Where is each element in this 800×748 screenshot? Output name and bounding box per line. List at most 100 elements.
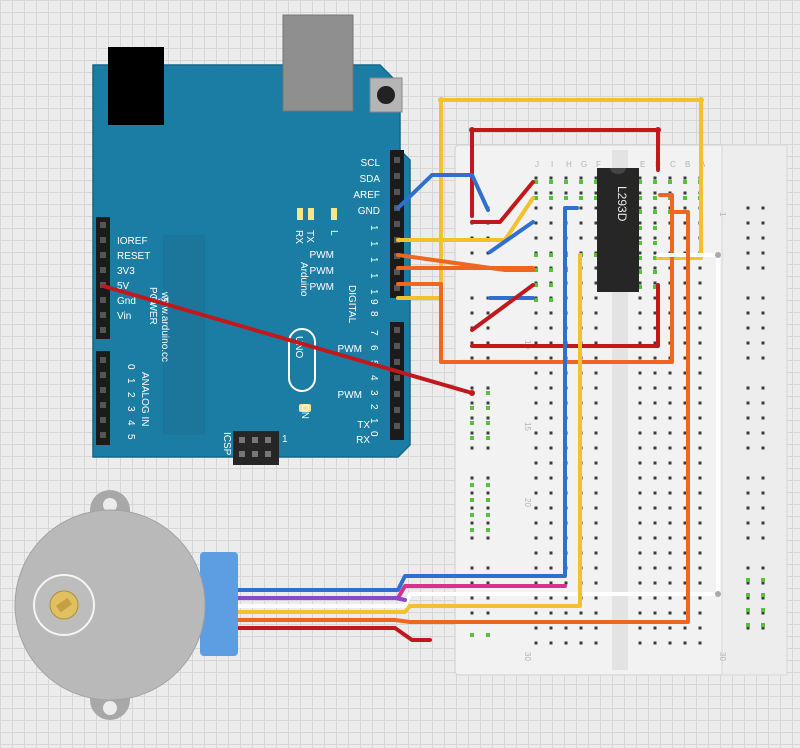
analog-pin [100,357,106,363]
breadboard-hole [638,566,642,570]
breadboard-hole [549,416,553,420]
breadboard-hole [698,566,702,570]
rail-hole [470,296,474,300]
rail-hole [761,596,765,600]
label-gnd-power: Gnd [117,296,136,307]
breadboard-hole [698,416,702,420]
label-pwm-6: PWM [338,344,362,355]
breadboard-hole [653,536,657,540]
connected-hole [549,298,553,302]
connected-hole [653,270,657,274]
breadboard-hole [653,416,657,420]
breadboard-hole [638,281,642,285]
col-letter-e: E [640,160,645,169]
breadboard-hole [653,581,657,585]
breadboard-hole [638,446,642,450]
label-pwm-9: PWM [310,282,334,293]
breadboard-hole [534,446,538,450]
label-digital: DIGITAL [346,285,357,324]
breadboard-hole [698,476,702,480]
rail-hole [470,431,474,435]
connected-hole [564,180,568,184]
power-pin [100,312,106,318]
breadboard-hole [668,521,672,525]
rail-hole [761,416,765,420]
icsp-pin [239,437,245,443]
label-analog-section: ANALOG IN [139,372,150,426]
breadboard-hole [549,641,553,645]
wire-red-bottom [470,283,660,348]
breadboard-hole [698,491,702,495]
connected-hole [761,608,765,612]
breadboard-hole [683,281,687,285]
icsp-pin [239,451,245,457]
breadboard-hole [653,476,657,480]
breadboard-hole [653,281,657,285]
wire-red-jumper-2 [470,283,535,332]
rail-hole [746,251,750,255]
connected-hole [746,578,750,582]
wire-blue-motor [230,206,579,592]
wire-purple-motor [230,596,407,602]
row-number-1: 1 [718,212,727,217]
breadboard-hole [534,371,538,375]
connected-hole [549,180,553,184]
wire-orange-motor [230,210,690,624]
col-letter-i: I [551,160,553,169]
breadboard-hole [579,206,583,210]
wire-endpoints [438,97,721,597]
breadboard-hole [653,251,657,255]
endpoint [698,97,704,103]
connected-hole [534,196,538,200]
microcontroller [163,235,205,435]
rail-hole [486,341,490,345]
rail-hole [746,206,750,210]
breadboard-hole [549,206,553,210]
breadboard-hole [698,461,702,465]
breadboard-hole [653,641,657,645]
label-on: ON [299,404,310,419]
label-website: www.arduino.cc [159,291,170,362]
breadboard-hole [683,371,687,375]
connected-hole [486,633,490,637]
breadboard-hole [549,371,553,375]
breadboard-hole [653,566,657,570]
connected-hole [486,483,490,487]
breadboard-hole [594,596,598,600]
analog-header [96,351,110,445]
digital-pin [394,359,400,365]
connected-hole [638,256,642,260]
power-header [96,217,110,339]
breadboard-hole [534,581,538,585]
connected-hole [746,608,750,612]
breadboard-hole [534,491,538,495]
connected-hole [594,253,598,257]
breadboard-hole [594,476,598,480]
endpoint [715,591,721,597]
breadboard-hole [549,476,553,480]
breadboard-hole [638,266,642,270]
breadboard-hole [564,626,568,630]
breadboard-hole [698,341,702,345]
analog-pin [100,432,106,438]
breadboard-hole [534,476,538,480]
breadboard-hole [668,641,672,645]
breadboard-hole [534,221,538,225]
breadboard-hole [549,341,553,345]
reset-button [369,77,403,113]
breadboard-hole [594,566,598,570]
rail-hole [761,536,765,540]
breadboard-hole [638,191,642,195]
rail-hole [486,596,490,600]
breadboard-hole [549,506,553,510]
col-letter-h: H [566,160,572,169]
uno-logo-outline [288,328,316,392]
breadboard-hole [534,191,538,195]
breadboard-hole [549,596,553,600]
breadboard-hole [683,581,687,585]
breadboard-hole [638,581,642,585]
label-tx-bottom: TX [357,420,370,431]
row-number-30-left: 30 [523,652,532,661]
rail-hole [761,326,765,330]
rail-hole [470,446,474,450]
